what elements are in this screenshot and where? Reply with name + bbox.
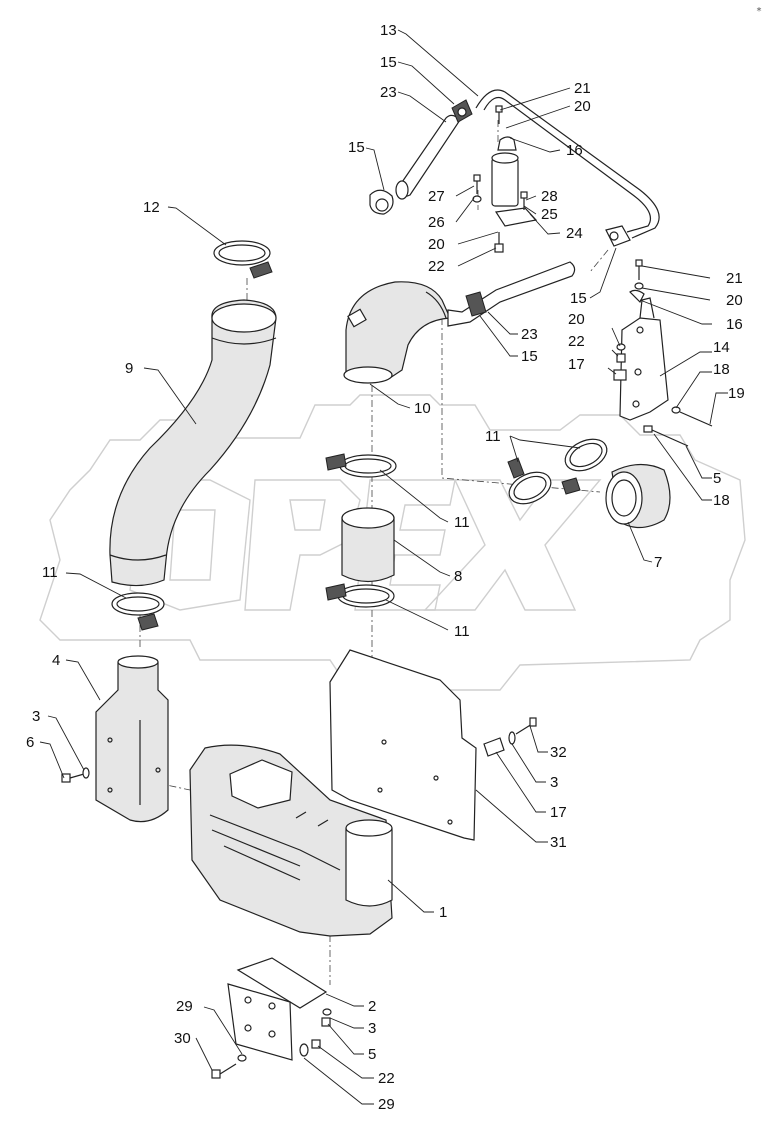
bolt-30-washer-29	[211, 1054, 247, 1079]
callout-label: 11	[454, 623, 470, 640]
callout-label: 21	[726, 270, 743, 287]
callout-label: 31	[550, 834, 567, 851]
callout-label: 23	[521, 326, 538, 343]
callout-label: 13	[380, 22, 397, 39]
callout-label: 17	[568, 356, 585, 373]
callout-label: 16	[726, 316, 743, 333]
callout-labels: 13 15 23 15 21 20 16 27 28 26 25 24 12 2…	[26, 22, 745, 1113]
callout-label: 20	[428, 236, 445, 253]
callout-label: 30	[174, 1030, 191, 1047]
callout-label: 3	[32, 708, 40, 725]
bolts-right-21-20-16	[629, 259, 645, 304]
callout-label: 15	[570, 290, 587, 307]
callout-label: 14	[713, 339, 730, 356]
callout-label: 15	[348, 139, 365, 156]
callout-label: 24	[566, 225, 583, 242]
callout-label: 32	[550, 744, 567, 761]
callout-label: 11	[42, 564, 58, 581]
callout-label: 2	[368, 998, 376, 1015]
adapter-7	[605, 463, 671, 529]
callout-label: 11	[485, 428, 501, 445]
callout-label: 5	[713, 470, 721, 487]
bolt-6-washer-3	[61, 767, 90, 783]
callout-label: 9	[125, 360, 133, 377]
bolts-18-19-5	[643, 406, 713, 447]
callout-label: 18	[713, 361, 730, 378]
clamp-11-left	[111, 592, 165, 631]
callout-label: 29	[378, 1096, 395, 1113]
elbow-hose-10	[343, 281, 451, 384]
callout-label: 8	[454, 568, 462, 585]
hose-clip-15-left	[369, 189, 394, 215]
bolt-5-washer-3-nut-22-washer-29	[299, 1008, 332, 1057]
watermark-logo	[39, 394, 746, 691]
callout-label: 22	[428, 258, 445, 275]
plate-31	[329, 649, 477, 841]
hose-23-lower	[447, 261, 576, 327]
nuts-left-22-20-17	[613, 343, 627, 381]
callout-label: 17	[550, 804, 567, 821]
callout-label: 23	[380, 84, 397, 101]
clamp-11-upper-pair	[507, 438, 608, 505]
bolt-27	[472, 174, 482, 203]
sleeve-8	[341, 507, 395, 583]
hose-clip-15-top	[451, 99, 473, 123]
elbow-fitting-15	[605, 225, 631, 247]
clamp-11-lower	[325, 583, 395, 608]
callout-label: 18	[713, 492, 730, 509]
bracket-14	[619, 297, 669, 421]
callout-label: 22	[378, 1070, 395, 1087]
callout-label: 3	[550, 774, 558, 791]
hose-9	[109, 299, 277, 587]
air-cleaner-1	[189, 744, 393, 937]
callout-label: 20	[568, 311, 585, 328]
callout-label: 27	[428, 188, 445, 205]
callout-label: 29	[176, 998, 193, 1015]
callout-label: 19	[728, 385, 745, 402]
callout-label: 10	[414, 400, 431, 417]
callout-label: 22	[568, 333, 585, 350]
clamp-12	[213, 240, 273, 279]
bolt-28	[520, 191, 528, 210]
callout-label: 4	[52, 652, 60, 669]
leader-lines	[39, 29, 728, 1105]
spacer-17-washer-3-bolt-32	[483, 717, 537, 757]
callout-label: 25	[541, 206, 558, 223]
callout-label: 12	[143, 199, 160, 216]
callout-label: 15	[380, 54, 397, 71]
tube-13	[475, 89, 660, 239]
callout-label: 16	[566, 142, 583, 159]
callout-label: 1	[439, 904, 447, 921]
inlet-duct-4	[95, 655, 169, 823]
reservoir-16-upper	[491, 136, 538, 227]
callout-label: 26	[428, 214, 445, 231]
callout-label: 28	[541, 188, 558, 205]
hose-23-upper	[395, 114, 461, 200]
bolt-21-top	[495, 105, 503, 124]
callout-label: 3	[368, 1020, 376, 1037]
bracket-2	[227, 957, 328, 1061]
callout-label: 6	[26, 734, 34, 751]
corner-mark: *	[756, 6, 762, 17]
callout-label: 5	[368, 1046, 376, 1063]
clamp-11-mid	[325, 453, 397, 478]
callout-label: 21	[574, 80, 591, 97]
callout-label: 20	[574, 98, 591, 115]
callout-label: 7	[654, 554, 662, 571]
nut-22-top	[494, 232, 504, 253]
callout-label: 11	[454, 514, 470, 531]
callout-label: 15	[521, 348, 538, 365]
callout-label: 20	[726, 292, 743, 309]
